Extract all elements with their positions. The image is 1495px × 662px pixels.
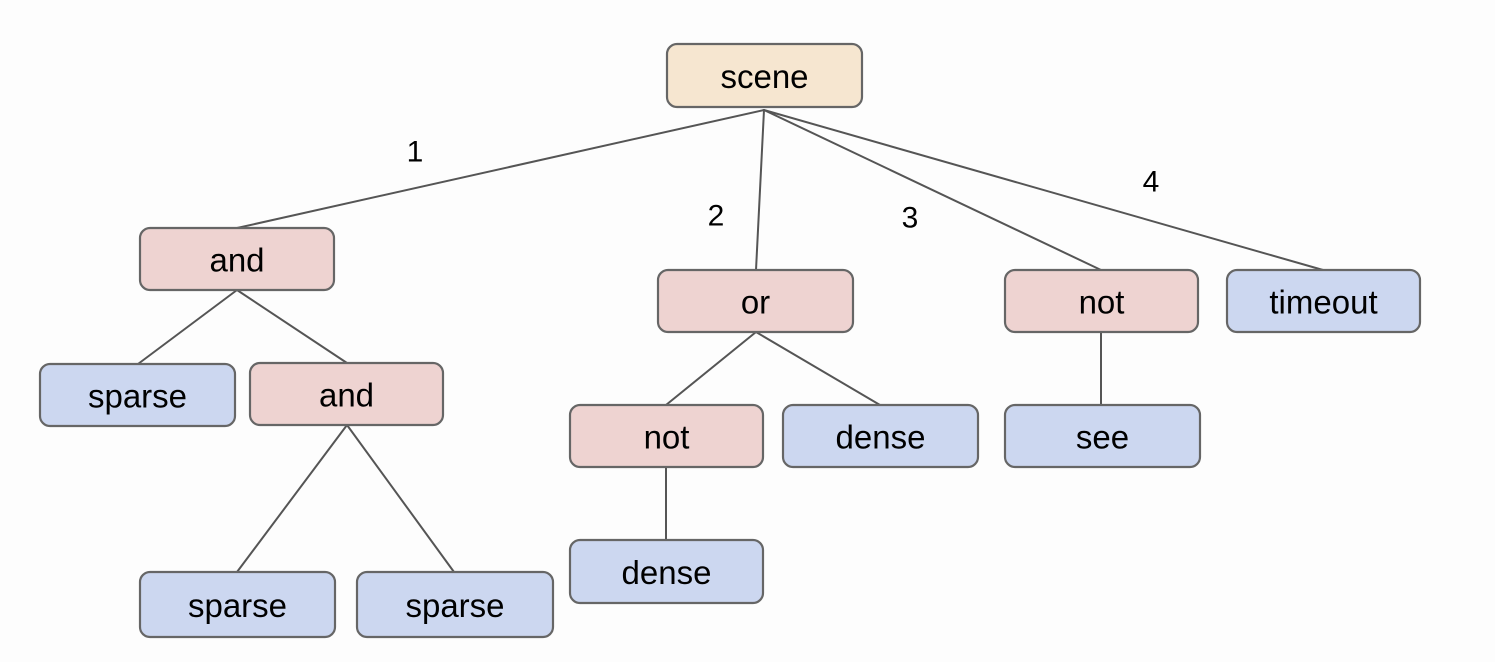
node-box-not2[interactable] (1003, 268, 1200, 334)
tree-edge-scene-to-or1 (755, 109, 765, 271)
node-label-dense2: dense (622, 554, 712, 591)
node-box-timeout1[interactable] (1225, 268, 1422, 334)
node-box-dense1[interactable] (781, 403, 980, 469)
edge-labels-layer: 1 2 3 4 (407, 136, 1160, 235)
node-label-dense1: dense (836, 419, 926, 456)
node-box-dense2[interactable] (568, 538, 765, 605)
edge-label-3: 3 (902, 202, 919, 235)
tree-edge-and2-to-sparse2 (236, 424, 348, 573)
node-box-not1[interactable] (568, 403, 765, 469)
tree-edge-or1-to-not1 (665, 331, 757, 406)
tree-node-sparse2[interactable]: sparse (138, 570, 337, 639)
tree-node-dense2[interactable]: dense (568, 538, 765, 605)
tree-node-not2[interactable]: not (1003, 268, 1200, 334)
tree-node-sparse1[interactable]: sparse (38, 362, 237, 428)
node-box-and1[interactable] (138, 226, 336, 292)
edge-label-2: 2 (708, 200, 725, 233)
tree-node-dense1[interactable]: dense (781, 403, 980, 469)
node-label-scene: scene (720, 58, 808, 95)
edge-label-4: 4 (1143, 166, 1160, 199)
tree-edge-and1-to-and2 (236, 289, 348, 364)
tree-edge-or1-to-dense1 (755, 331, 881, 406)
node-label-sparse1: sparse (88, 378, 187, 415)
node-label-sparse2: sparse (188, 587, 287, 624)
node-box-sparse3[interactable] (355, 570, 555, 639)
node-label-and1: and (209, 242, 264, 279)
tree-edge-and2-to-sparse3 (346, 424, 455, 573)
tree-node-and1[interactable]: and (138, 226, 336, 292)
node-box-and2[interactable] (248, 361, 445, 427)
edges-layer (137, 109, 1324, 573)
tree-node-or1[interactable]: or (656, 268, 855, 334)
node-box-scene[interactable] (665, 42, 864, 109)
tree-node-and2[interactable]: and (248, 361, 445, 427)
tree-node-scene[interactable]: scene (665, 42, 864, 109)
tree-node-not1[interactable]: not (568, 403, 765, 469)
tree-edge-and1-to-sparse1 (137, 289, 238, 365)
tree-edge-scene-to-timeout1 (763, 109, 1324, 271)
tree-node-timeout1[interactable]: timeout (1225, 268, 1422, 334)
tree-node-see1[interactable]: see (1003, 403, 1202, 469)
node-box-or1[interactable] (656, 268, 855, 334)
node-box-sparse2[interactable] (138, 570, 337, 639)
node-label-sparse3: sparse (405, 587, 504, 624)
node-box-see1[interactable] (1003, 403, 1202, 469)
edge-label-1: 1 (407, 136, 424, 169)
node-label-see1: see (1076, 419, 1129, 456)
tree-edge-scene-to-not2 (763, 109, 1102, 271)
node-label-and2: and (319, 377, 374, 414)
tree-node-sparse3[interactable]: sparse (355, 570, 555, 639)
node-box-sparse1[interactable] (38, 362, 237, 428)
node-label-timeout1: timeout (1269, 284, 1377, 321)
node-label-or1: or (741, 284, 770, 321)
node-label-not2: not (1079, 284, 1125, 321)
nodes-layer: scene and sparse and sparse sparse or not dense d… (38, 42, 1422, 639)
tree-edge-scene-to-and1 (236, 109, 765, 229)
node-label-not1: not (644, 419, 690, 456)
